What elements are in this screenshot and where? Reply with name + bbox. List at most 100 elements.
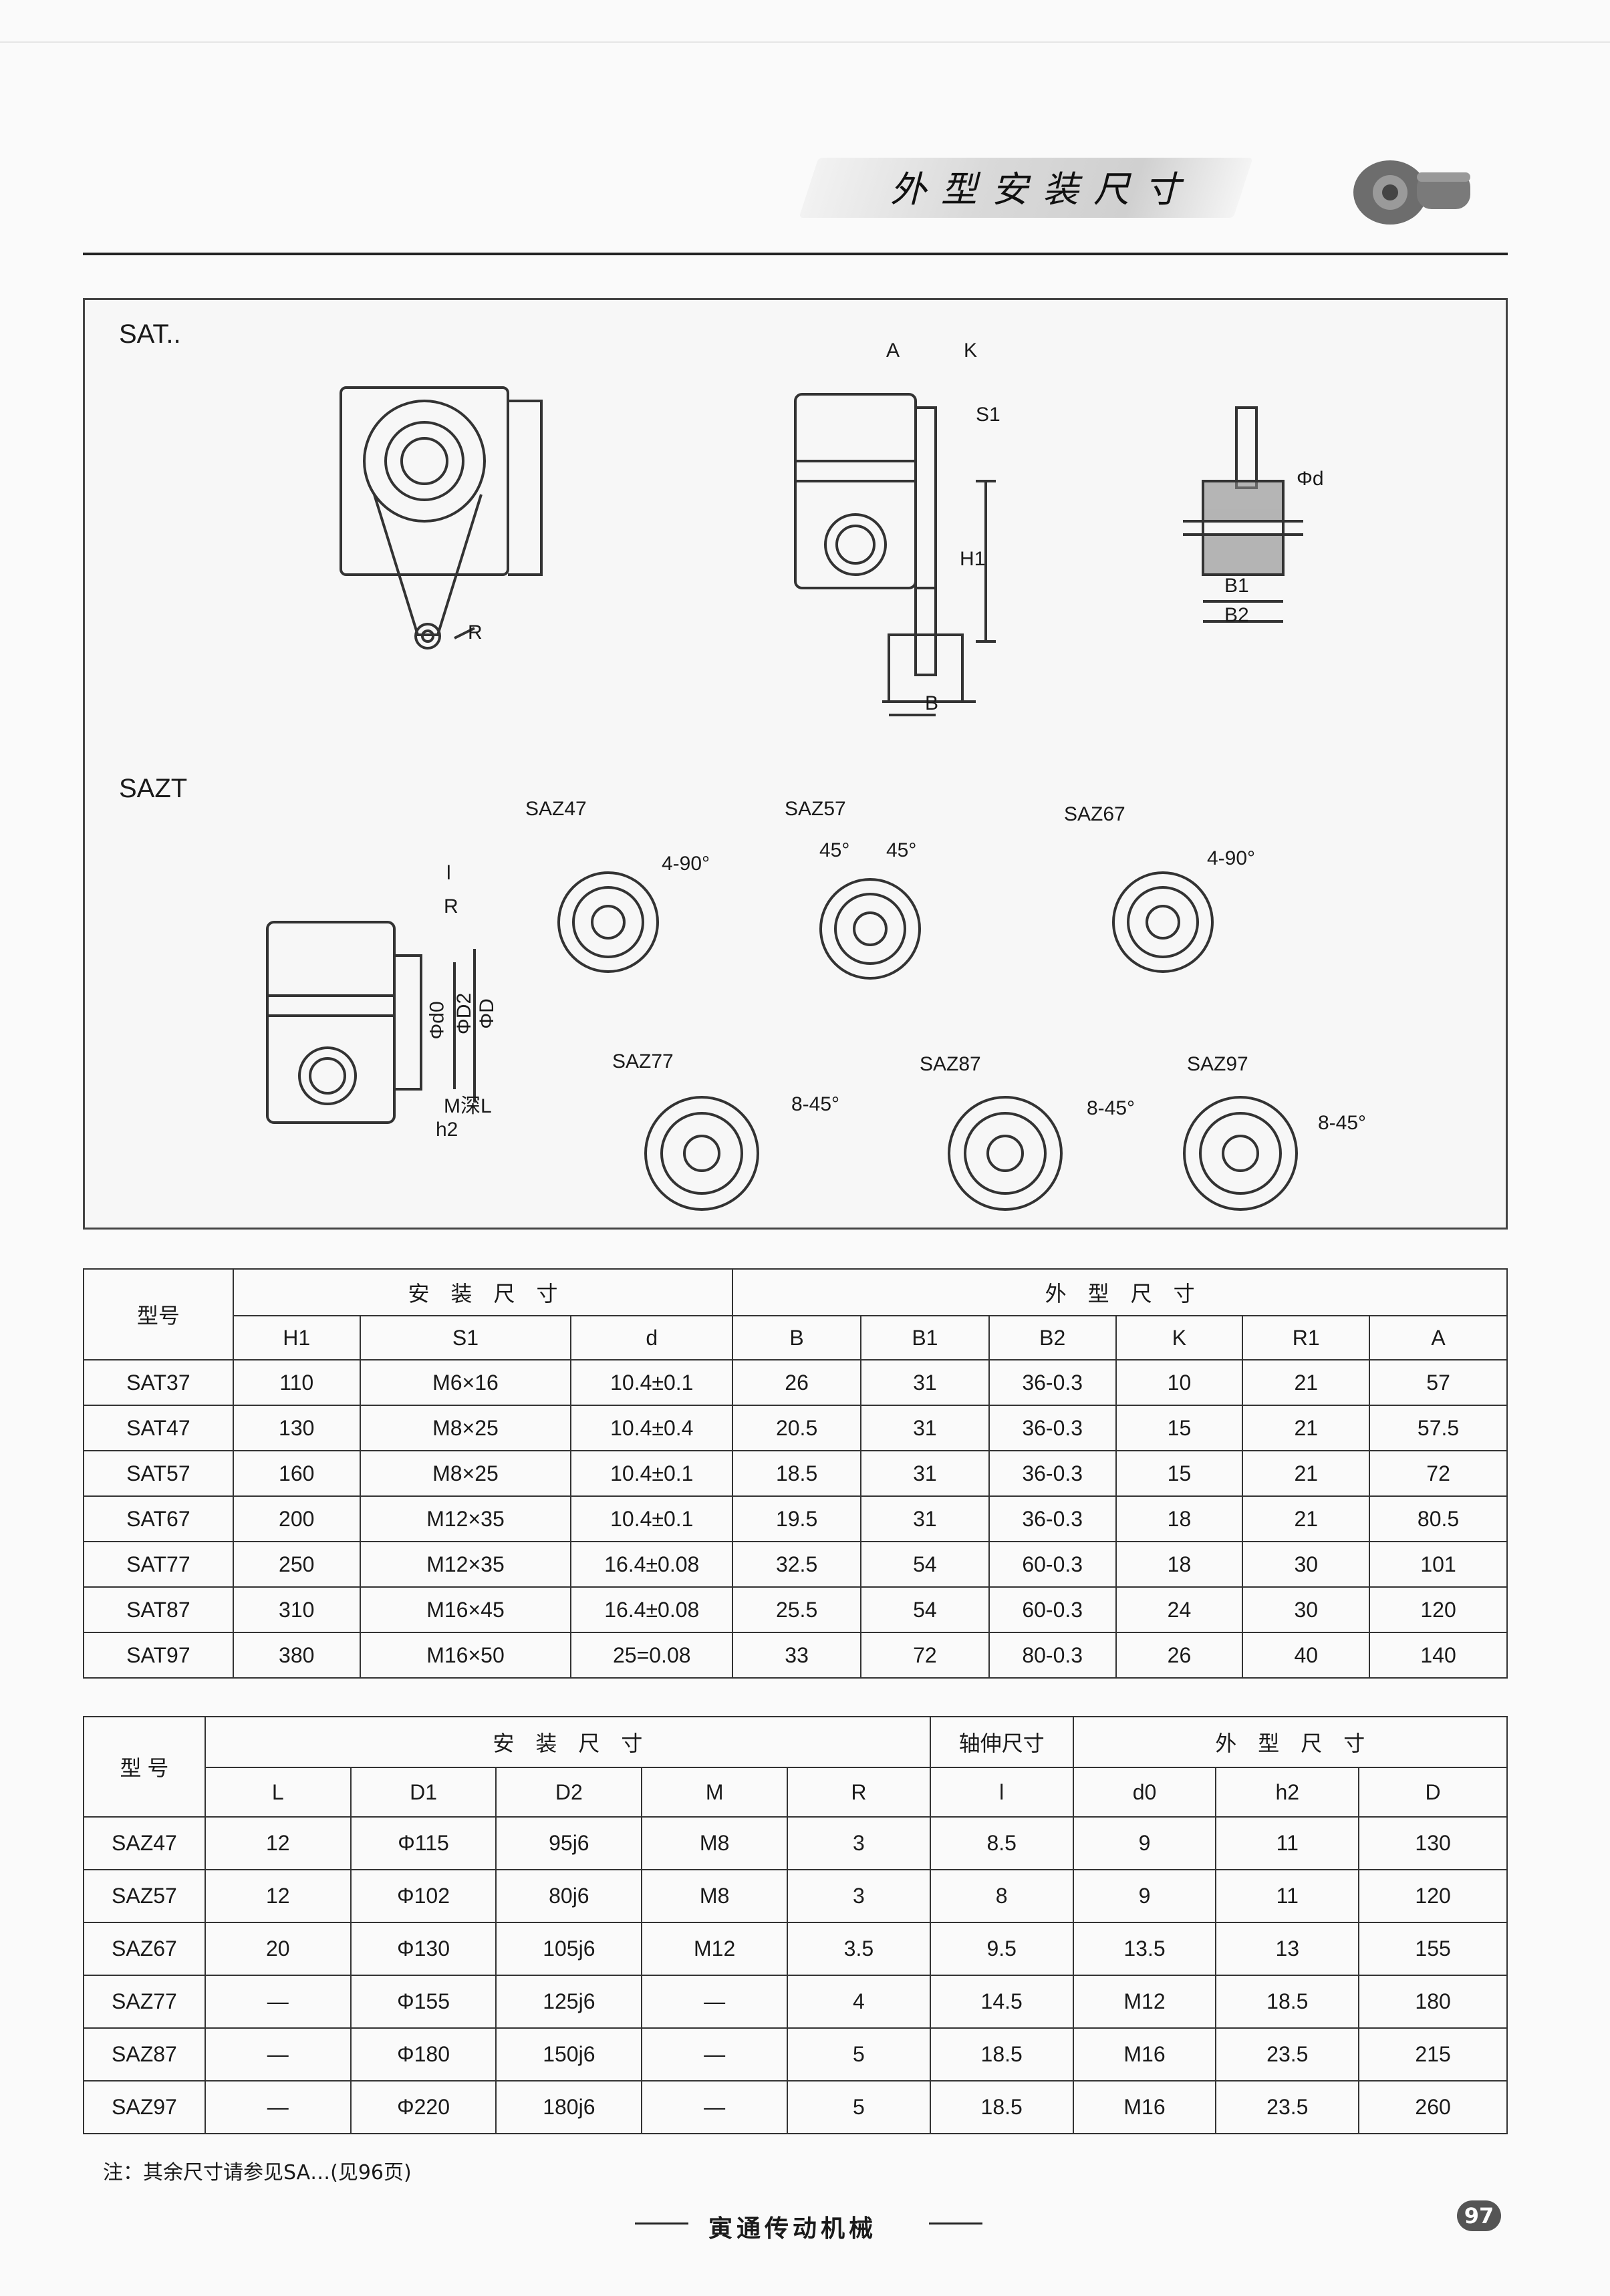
t2-col-header: R xyxy=(787,1767,931,1818)
value-cell: 11 xyxy=(1215,1816,1360,1870)
dim-label-d0: Φd0 xyxy=(426,1001,448,1040)
model-cell: SAT37 xyxy=(83,1359,234,1406)
value-cell: 15 xyxy=(1115,1405,1244,1451)
value-cell: 31 xyxy=(860,1495,990,1542)
value-cell: — xyxy=(641,2080,789,2134)
value-cell: 30 xyxy=(1242,1586,1371,1633)
value-cell: 12 xyxy=(204,1816,352,1870)
value-cell: Φ130 xyxy=(350,1922,497,1976)
t2-shaft-group-header: 轴伸尺寸 xyxy=(929,1716,1074,1768)
value-cell: 3 xyxy=(787,1816,931,1870)
value-cell: 130 xyxy=(232,1405,361,1451)
footnote: 注：其余尺寸请参见SA…(见96页) xyxy=(103,2161,412,2184)
value-cell: 5 xyxy=(787,2080,931,2134)
dim-label-h2: h2 xyxy=(436,1119,458,1141)
footer-brand: 寅通传动机械 xyxy=(708,2215,878,2243)
model-cell: SAT57 xyxy=(83,1450,234,1497)
value-cell: 36-0.3 xyxy=(988,1359,1117,1406)
value-cell: 215 xyxy=(1358,2027,1508,2082)
value-cell: 3.5 xyxy=(787,1922,931,1976)
flange-name-saz57: SAZ57 xyxy=(785,798,846,820)
value-cell: M12×35 xyxy=(359,1541,572,1588)
value-cell: 30 xyxy=(1242,1541,1371,1588)
dim-label-S1: S1 xyxy=(976,404,1000,426)
value-cell: 18 xyxy=(1115,1495,1244,1542)
value-cell: 24 xyxy=(1115,1586,1244,1633)
value-cell: 20.5 xyxy=(732,1405,861,1451)
dim-label-H1: H1 xyxy=(960,548,986,570)
flange-saz47-drawing xyxy=(557,871,659,973)
t2-col-header: l xyxy=(929,1767,1074,1818)
value-cell: 120 xyxy=(1358,1869,1508,1923)
value-cell: 105j6 xyxy=(495,1922,643,1976)
value-cell: 3 xyxy=(787,1869,931,1923)
t1-col-header: B1 xyxy=(860,1315,990,1360)
value-cell: 10.4±0.1 xyxy=(570,1495,734,1542)
t1-col-header: K xyxy=(1115,1315,1244,1360)
value-cell: 16.4±0.08 xyxy=(570,1586,734,1633)
value-cell: 10.4±0.1 xyxy=(570,1450,734,1497)
value-cell: — xyxy=(641,1975,789,2029)
dim-label-A: A xyxy=(886,339,900,362)
value-cell: 18.5 xyxy=(1215,1975,1360,2029)
sat-side-view-drawing xyxy=(794,393,996,716)
t2-col-header: M xyxy=(641,1767,789,1818)
flange-angle-saz47: 4-90° xyxy=(662,853,710,875)
value-cell: — xyxy=(204,2027,352,2082)
value-cell: 200 xyxy=(232,1495,361,1542)
value-cell: 25.5 xyxy=(732,1586,861,1633)
value-cell: 380 xyxy=(232,1632,361,1679)
value-cell: — xyxy=(641,2027,789,2082)
flange-saz97-drawing xyxy=(1183,1096,1298,1211)
dim-label-phi-d: Φd xyxy=(1297,468,1324,490)
t1-col-header: A xyxy=(1369,1315,1508,1360)
value-cell: — xyxy=(204,1975,352,2029)
flange-name-saz47: SAZ47 xyxy=(525,798,587,820)
value-cell: Φ102 xyxy=(350,1869,497,1923)
model-cell: SAT67 xyxy=(83,1495,234,1542)
value-cell: 32.5 xyxy=(732,1541,861,1588)
flange-name-saz87: SAZ87 xyxy=(920,1053,981,1075)
dim-label-l: l xyxy=(446,862,451,884)
value-cell: 9 xyxy=(1072,1816,1217,1870)
value-cell: M16 xyxy=(1072,2027,1217,2082)
value-cell: 250 xyxy=(232,1541,361,1588)
value-cell: 180 xyxy=(1358,1975,1508,2029)
value-cell: 5 xyxy=(787,2027,931,2082)
value-cell: M8 xyxy=(641,1816,789,1870)
t1-col-header: d xyxy=(570,1315,734,1360)
value-cell: 18 xyxy=(1115,1541,1244,1588)
value-cell: 15 xyxy=(1115,1450,1244,1497)
value-cell: 110 xyxy=(232,1359,361,1406)
value-cell: 36-0.3 xyxy=(988,1495,1117,1542)
value-cell: 13 xyxy=(1215,1922,1360,1976)
value-cell: Φ115 xyxy=(350,1816,497,1870)
value-cell: 13.5 xyxy=(1072,1922,1217,1976)
flange-angle-saz57-left: 45° xyxy=(819,839,850,861)
flange-angle-saz97: 8-45° xyxy=(1318,1112,1367,1134)
value-cell: 21 xyxy=(1242,1450,1371,1497)
footer-line-right xyxy=(929,2222,982,2225)
page-title: 外型安装尺寸 xyxy=(890,168,1195,210)
value-cell: 25=0.08 xyxy=(570,1632,734,1679)
value-cell: 26 xyxy=(1115,1632,1244,1679)
value-cell: 57 xyxy=(1369,1359,1508,1406)
t2-col-header: L xyxy=(204,1767,352,1818)
flange-name-saz97: SAZ97 xyxy=(1187,1053,1248,1075)
value-cell: 95j6 xyxy=(495,1816,643,1870)
value-cell: 21 xyxy=(1242,1495,1371,1542)
footer-line-left xyxy=(635,2222,688,2225)
t1-model-header: 型号 xyxy=(83,1268,234,1360)
flange-angle-saz77: 8-45° xyxy=(791,1093,840,1115)
value-cell: 31 xyxy=(860,1359,990,1406)
value-cell: 60-0.3 xyxy=(988,1541,1117,1588)
value-cell: 21 xyxy=(1242,1359,1371,1406)
value-cell: 155 xyxy=(1358,1922,1508,1976)
dim-label-D2: ΦD2 xyxy=(453,992,476,1035)
t2-col-header: D2 xyxy=(495,1767,643,1818)
